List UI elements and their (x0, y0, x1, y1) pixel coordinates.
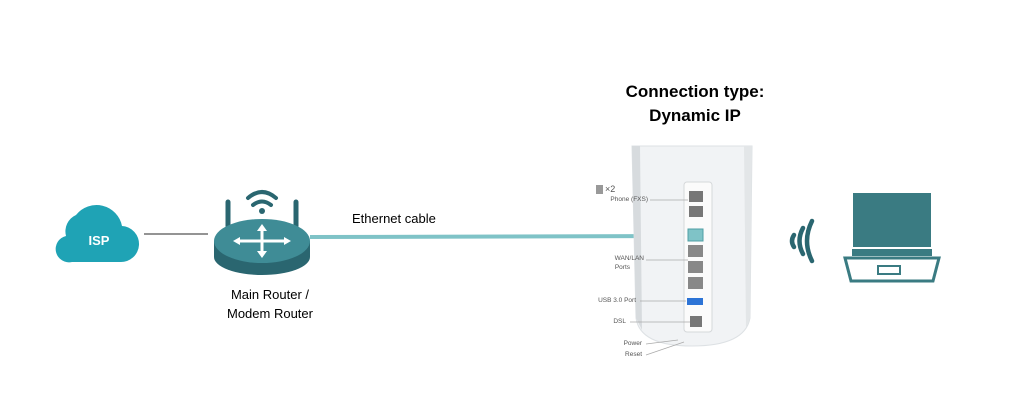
wifi-signal-icon (789, 218, 815, 264)
usb-port-label: USB 3.0 Port (598, 297, 636, 304)
title-line-1: Connection type: (625, 82, 765, 101)
router-label-line-2: Modem Router (227, 306, 313, 321)
connection-type-title: Connection type: Dynamic IP (580, 80, 810, 128)
phone-count-label: ×2 (605, 184, 616, 194)
phone-port-label: Phone (FXS) (610, 196, 648, 203)
title-line-2: Dynamic IP (649, 106, 741, 125)
dsl-port-label: DSL (613, 318, 626, 325)
router-label-line-1: Main Router / (230, 287, 310, 302)
router-label: Main Router / Modem Router (190, 285, 350, 323)
laptop-icon (843, 193, 941, 283)
reset-label: Reset (625, 351, 642, 358)
ethernet-cable-label: Ethernet cable (352, 211, 436, 226)
deco-device-image (596, 145, 753, 356)
router-icon (214, 190, 310, 275)
wan-lan-label-1: WAN/LAN (614, 255, 644, 262)
wan-lan-label-2: Ports (614, 264, 630, 271)
isp-label: ISP (89, 233, 110, 248)
isp-cloud-icon: ISP (55, 205, 140, 263)
power-label: Power (623, 340, 642, 347)
